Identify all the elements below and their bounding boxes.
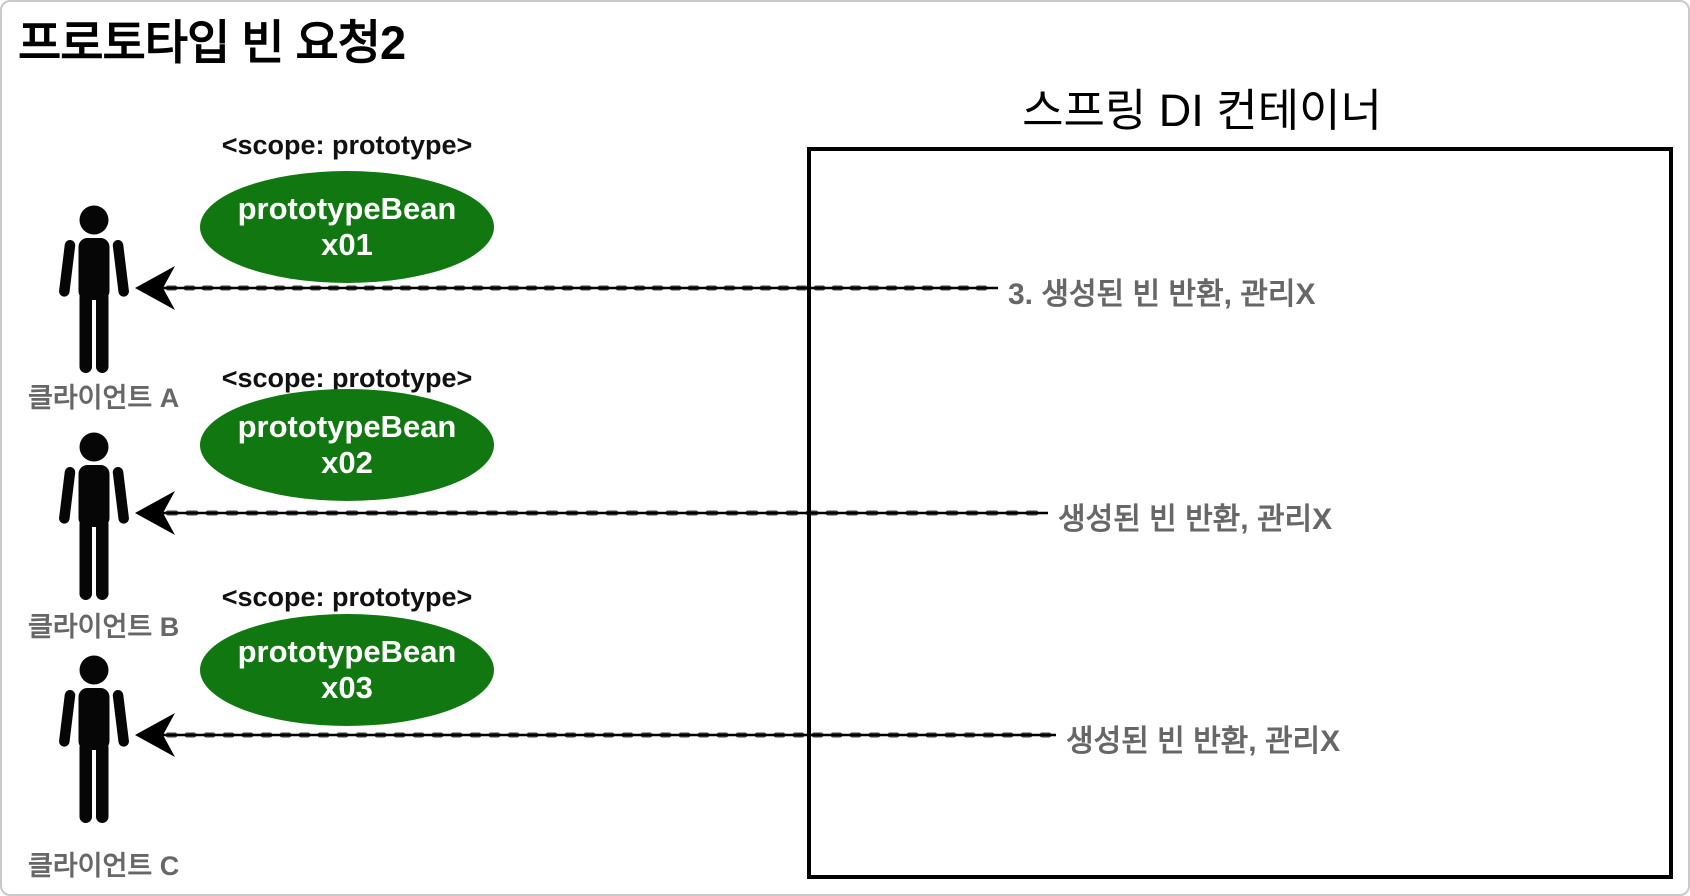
bean-id-label: x03: [321, 670, 373, 705]
prototype-bean-ellipse: prototypeBean x02: [200, 389, 494, 501]
scope-label: <scope: prototype>: [221, 130, 473, 160]
bean-id-label: x02: [321, 445, 373, 480]
bean-name-label: prototypeBean: [237, 409, 457, 445]
bean-id-label: x01: [321, 227, 373, 262]
page-title: 프로토타입 빈 요청2: [18, 16, 406, 69]
scope-label: <scope: prototype>: [221, 363, 473, 393]
client-label: 클라이언트 A: [28, 383, 180, 413]
prototype-bean-ellipse: prototypeBean x01: [200, 171, 494, 283]
prototype-bean-ellipse: prototypeBean x03: [200, 614, 494, 726]
di-container-title: 스프링 DI 컨테이너: [1022, 85, 1382, 136]
client-person-icon: [59, 432, 129, 600]
scope-label: <scope: prototype>: [221, 582, 473, 612]
client-label: 클라이언트 B: [28, 612, 180, 642]
arrow-label: 생성된 빈 반환, 관리X: [1058, 503, 1333, 536]
arrow-label: 생성된 빈 반환, 관리X: [1066, 725, 1341, 758]
arrow-label: 3. 생성된 빈 반환, 관리X: [1008, 278, 1316, 311]
client-label: 클라이언트 C: [28, 851, 180, 881]
client-person-icon: [59, 655, 129, 823]
bean-name-label: prototypeBean: [237, 634, 457, 670]
client-person-icon: [59, 205, 129, 373]
bean-name-label: prototypeBean: [237, 191, 457, 227]
